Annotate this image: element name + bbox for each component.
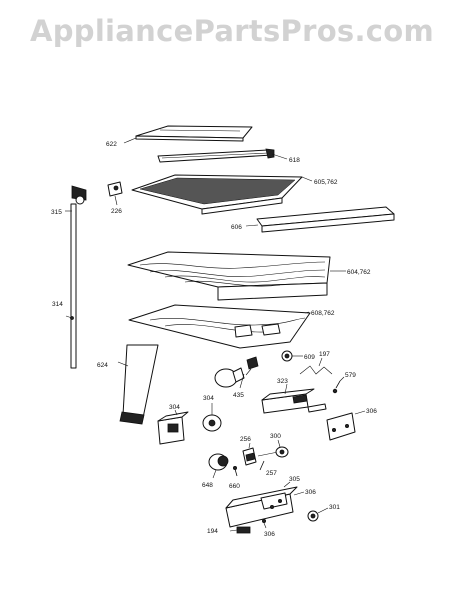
callout-605: 605,762 bbox=[314, 179, 338, 186]
callout-306-panel: 306 bbox=[305, 489, 316, 496]
callout-604: 604,762 bbox=[347, 269, 371, 276]
part-618-rail[interactable] bbox=[157, 148, 288, 163]
callout-306-screw: 306 bbox=[264, 531, 275, 538]
callout-315: 315 bbox=[51, 209, 62, 216]
callout-194: 194 bbox=[207, 528, 218, 535]
part-304-motor[interactable] bbox=[202, 403, 222, 432]
part-197-spring[interactable] bbox=[299, 357, 333, 375]
callout-257: 257 bbox=[266, 470, 277, 477]
part-435-lamp[interactable] bbox=[214, 356, 259, 389]
part-624-bracket[interactable] bbox=[117, 344, 159, 425]
part-608-lower-shelf[interactable] bbox=[128, 304, 311, 349]
part-304-housing[interactable] bbox=[157, 409, 189, 445]
part-323-housing[interactable] bbox=[261, 383, 327, 414]
callout-606: 606 bbox=[231, 224, 242, 231]
part-622-cover[interactable] bbox=[123, 125, 253, 144]
callout-226: 226 bbox=[111, 208, 122, 215]
callout-305: 305 bbox=[289, 476, 300, 483]
callout-323: 323 bbox=[277, 378, 288, 385]
callout-435: 435 bbox=[233, 392, 244, 399]
callout-256: 256 bbox=[240, 436, 251, 443]
callout-624: 624 bbox=[97, 362, 108, 369]
callout-609: 609 bbox=[304, 354, 315, 361]
part-301-knob[interactable] bbox=[307, 507, 329, 522]
part-300-knob-shaft[interactable] bbox=[257, 439, 289, 458]
part-256-thermostat[interactable] bbox=[242, 442, 257, 466]
part-579-screw[interactable] bbox=[332, 376, 345, 394]
part-306-screw[interactable] bbox=[261, 519, 267, 529]
part-605-wire-shelf[interactable] bbox=[131, 174, 313, 215]
part-226-clip[interactable] bbox=[107, 181, 123, 206]
callout-300: 300 bbox=[270, 433, 281, 440]
callout-608: 608,762 bbox=[311, 310, 335, 317]
part-604-shelf[interactable] bbox=[127, 251, 346, 301]
callout-648: 648 bbox=[202, 482, 213, 489]
callout-301: 301 bbox=[329, 504, 340, 511]
callout-197: 197 bbox=[319, 351, 330, 358]
callout-579: 579 bbox=[345, 372, 356, 379]
part-609-knob[interactable] bbox=[281, 350, 303, 362]
part-305-control-panel[interactable] bbox=[225, 481, 305, 528]
part-648-knob[interactable] bbox=[208, 453, 229, 479]
callout-304-housing: 304 bbox=[169, 404, 180, 411]
callout-618: 618 bbox=[289, 157, 300, 164]
callout-314: 314 bbox=[52, 301, 63, 308]
part-257-screw[interactable] bbox=[259, 460, 265, 471]
watermark: AppliancePartsPros.com bbox=[29, 14, 435, 48]
callout-304-motor: 304 bbox=[203, 395, 214, 402]
callout-622: 622 bbox=[106, 141, 117, 148]
part-315-hinge-post[interactable] bbox=[65, 185, 87, 369]
part-606-trim[interactable] bbox=[245, 206, 395, 233]
part-306-bracket[interactable] bbox=[326, 410, 366, 441]
part-194-connector[interactable] bbox=[229, 526, 251, 534]
part-660-screw[interactable] bbox=[232, 465, 238, 477]
callout-660: 660 bbox=[229, 483, 240, 490]
callout-306-bracket: 306 bbox=[366, 408, 377, 415]
